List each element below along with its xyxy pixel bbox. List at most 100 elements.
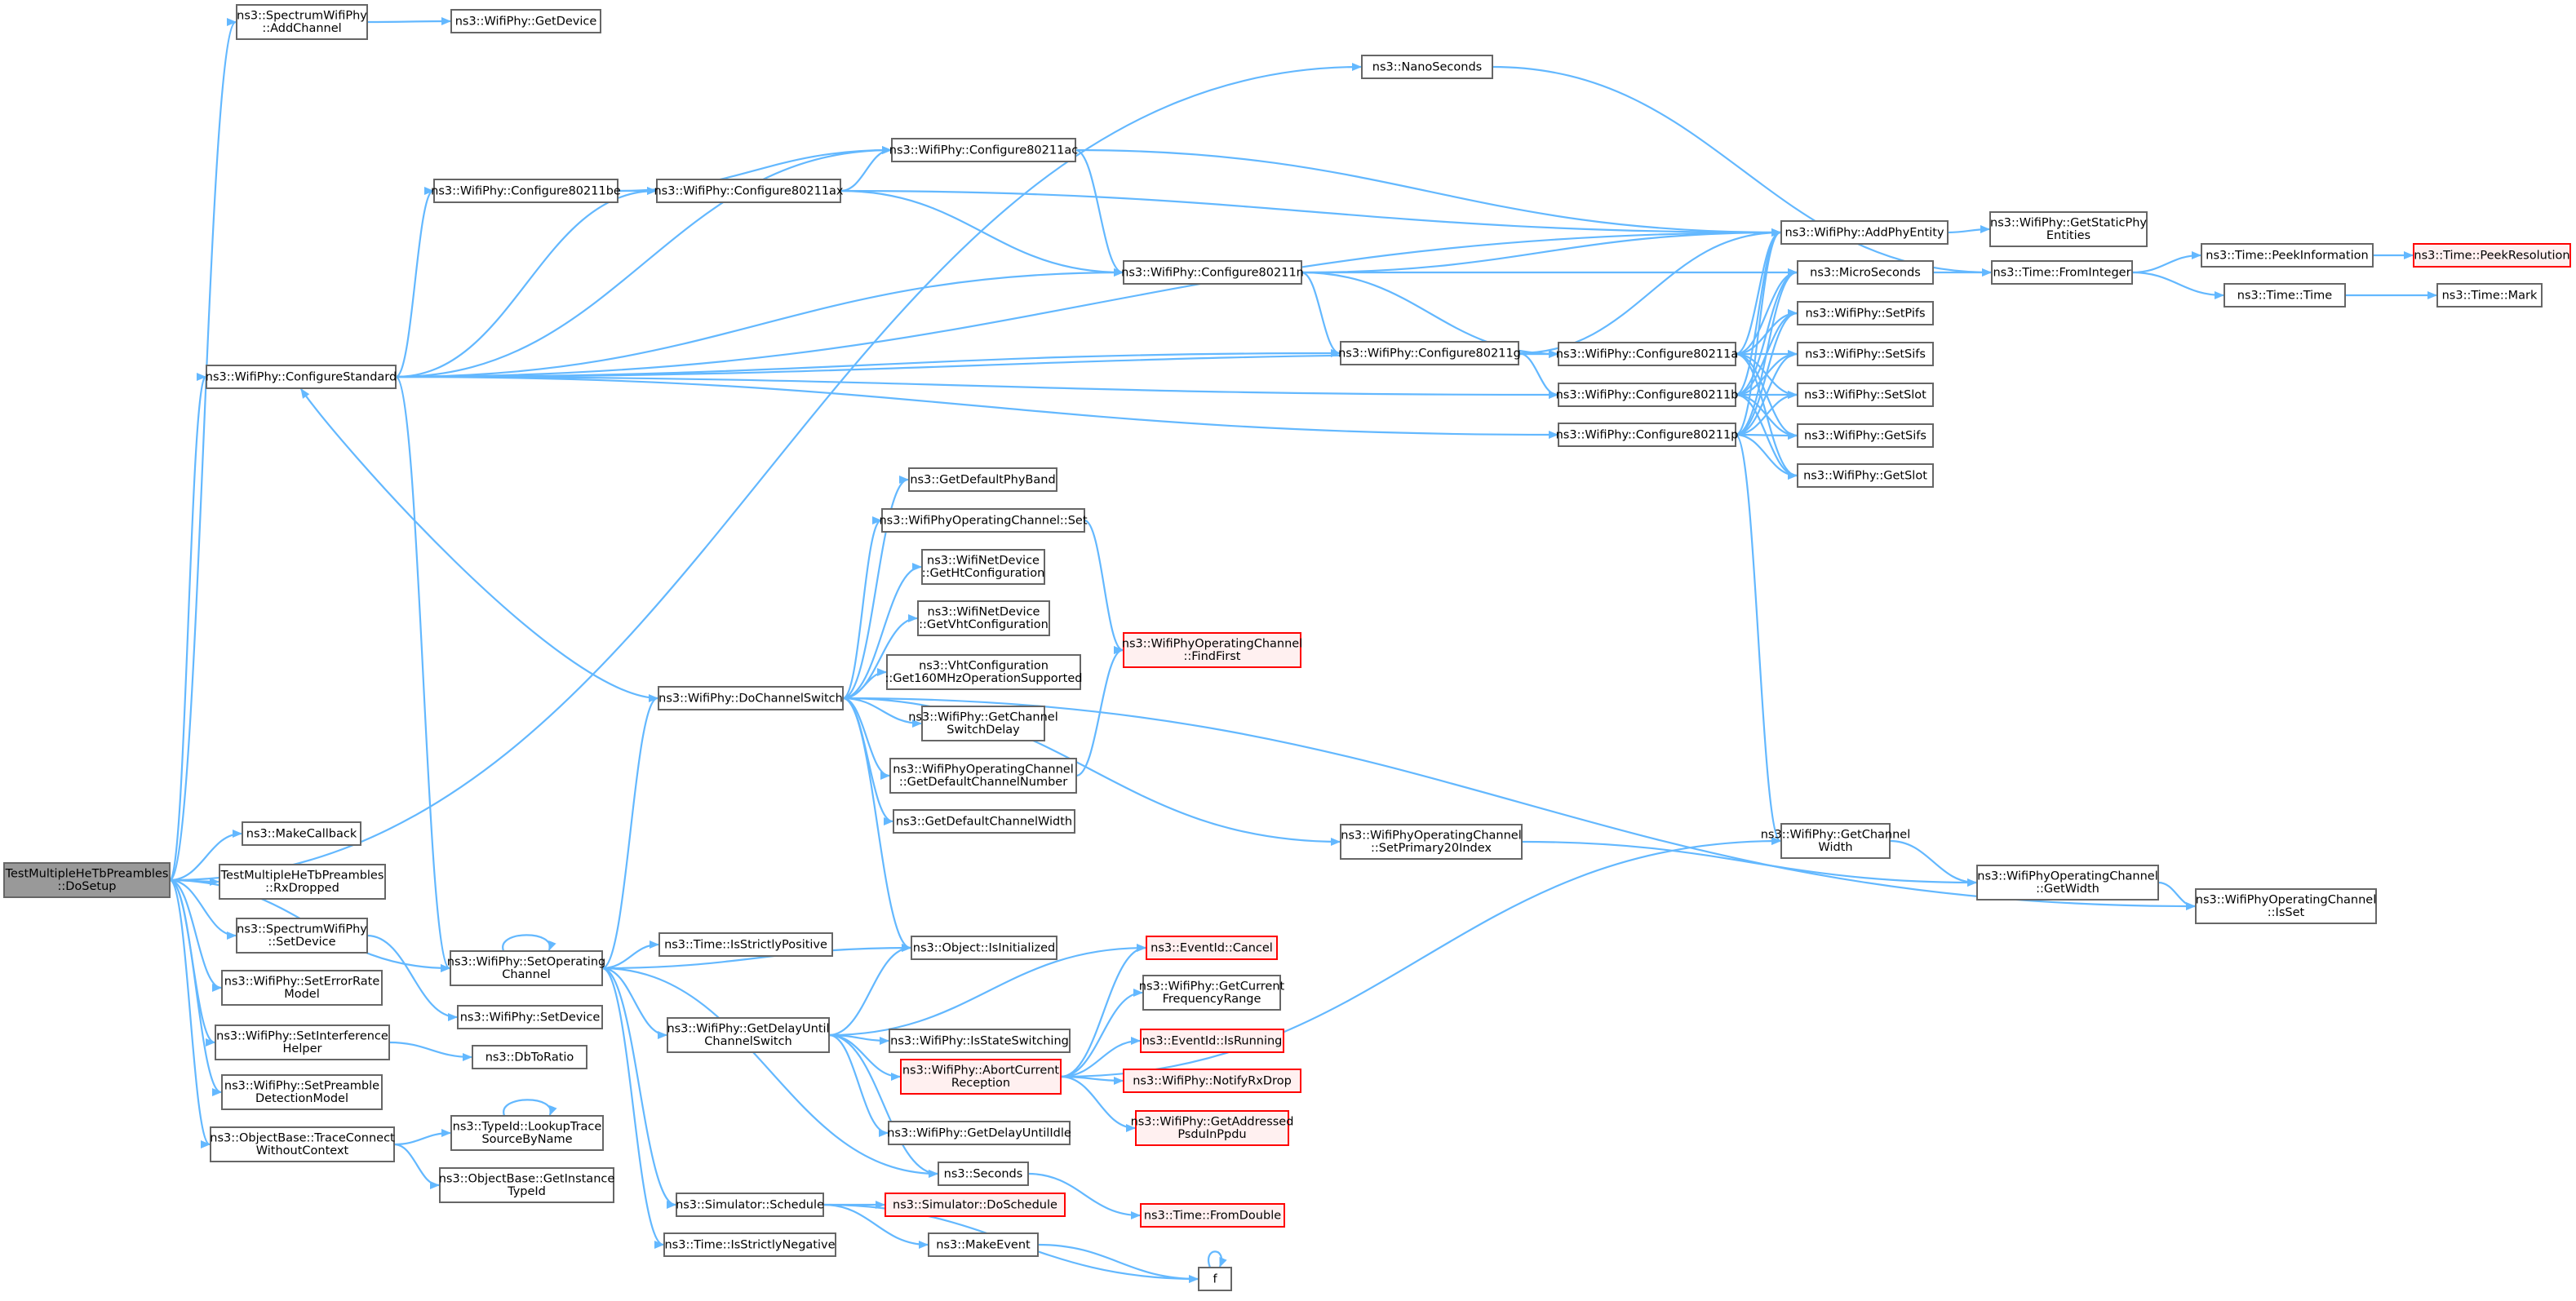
node-cfgstd[interactable]: ns3::WifiPhy::ConfigureStandard [206,365,397,389]
node-getht[interactable]: ns3::WifiNetDevice::GetHtConfiguration [921,549,1045,585]
node-isrunning[interactable]: ns3::EventId::IsRunning [1140,1029,1284,1053]
node-setsifs[interactable]: ns3::WifiPhy::SetSifs [1797,342,1934,366]
node-box [1558,383,1736,407]
node-label: ns3::WifiPhy::SetPifs [1805,307,1925,320]
node-label: ::DoSetup [57,880,116,893]
node-isstrictpos[interactable]: ns3::Time::IsStrictlyPositive [658,932,833,957]
node-dochsw[interactable]: ns3::WifiPhy::DoChannelSwitch [658,686,844,710]
node-label: ns3::Time::Time [2237,289,2333,302]
node-label: f [1213,1272,1217,1286]
node-getdevice[interactable]: ns3::WifiPhy::GetDevice [450,9,601,33]
node-setprim[interactable]: ns3::WifiPhyOperatingChannel::SetPrimary… [1340,824,1523,860]
node-box [911,936,1057,960]
node-isstatesw[interactable]: ns3::WifiPhy::IsStateSwitching [889,1029,1071,1053]
node-addphy[interactable]: ns3::WifiPhy::AddPhyEntity [1780,220,1949,245]
node-wpoc_set[interactable]: ns3::WifiPhyOperatingChannel::Set [879,508,1088,533]
node-getdefchnum[interactable]: ns3::WifiPhyOperatingChannel::GetDefault… [889,758,1077,794]
edge-cfg_b-to-addphy [1735,228,1781,396]
node-box [1340,824,1523,860]
node-f[interactable]: f [1198,1267,1232,1291]
node-getdefband[interactable]: ns3::GetDefaultPhyBand [908,467,1057,492]
node-label: ::AddChannel [262,22,341,35]
node-getsifs[interactable]: ns3::WifiPhy::GetSifs [1797,423,1934,448]
node-nanosec[interactable]: ns3::NanoSeconds [1361,55,1493,79]
node-label: ns3::WifiNetDevice [928,606,1040,619]
node-getslot[interactable]: ns3::WifiPhy::GetSlot [1797,463,1934,488]
node-makeevent[interactable]: ns3::MakeEvent [928,1232,1039,1257]
node-box [242,821,361,846]
node-traceconn[interactable]: ns3::ObjectBase::TraceConnectWithoutCont… [210,1126,395,1162]
node-getdefchw[interactable]: ns3::GetDefaultChannelWidth [893,809,1075,834]
node-cfg_p[interactable]: ns3::WifiPhy::Configure80211p [1556,423,1739,447]
edge-f-to-f [1208,1250,1227,1268]
node-swp_setdev[interactable]: ns3::SpectrumWifiPhy::SetDevice [236,918,368,954]
node-peekinfo[interactable]: ns3::Time::PeekInformation [2201,243,2374,268]
node-cfg_b[interactable]: ns3::WifiPhy::Configure80211b [1556,383,1739,407]
node-box [1797,463,1934,488]
node-isset[interactable]: ns3::WifiPhyOperatingChannel::IsSet [2195,888,2377,924]
node-fromint[interactable]: ns3::Time::FromInteger [1991,260,2133,285]
node-label: ns3::Simulator::Schedule [676,1198,824,1211]
node-swp_add[interactable]: ns3::SpectrumWifiPhy::AddChannel [236,4,368,40]
node-label: PsduInPpdu [1177,1128,1246,1141]
node-cfg_n[interactable]: ns3::WifiPhy::Configure80211n [1121,260,1304,285]
node-timetime[interactable]: ns3::Time::Time [2224,283,2346,308]
node-label: ns3::WifiPhyOperatingChannel [1977,870,2157,883]
node-label: ns3::MakeEvent [936,1238,1031,1251]
node-isinit[interactable]: ns3::Object::IsInitialized [911,936,1057,960]
node-box [1797,260,1934,285]
node-makecb[interactable]: ns3::MakeCallback [242,821,361,846]
node-dosched[interactable]: ns3::Simulator::DoSchedule [885,1193,1066,1217]
edge-setopch-to-schedule [601,967,676,1209]
node-get160[interactable]: ns3::VhtConfiguration::Get160MHzOperatio… [885,654,1083,690]
node-seconds[interactable]: ns3::Seconds [938,1162,1029,1186]
node-isstrictneg[interactable]: ns3::Time::IsStrictlyNegative [663,1232,836,1257]
node-label: ns3::TypeId::LookupTrace [453,1121,602,1134]
node-dbtoratio[interactable]: ns3::DbToRatio [472,1045,587,1069]
node-fromdouble[interactable]: ns3::Time::FromDouble [1140,1203,1285,1228]
node-cfg_be[interactable]: ns3::WifiPhy::Configure80211be [431,179,621,203]
node-cfg_ax[interactable]: ns3::WifiPhy::Configure80211ax [654,179,844,203]
node-box [658,686,844,710]
node-label: ns3::MicroSeconds [1810,266,1921,279]
edge-dochsw-to-getht [842,563,922,700]
node-root[interactable]: TestMultipleHeTbPreambles::DoSetup [3,862,171,898]
node-setdev[interactable]: ns3::WifiPhy::SetDevice [457,1005,603,1029]
node-notifyrx[interactable]: ns3::WifiPhy::NotifyRxDrop [1123,1069,1301,1093]
node-getvht[interactable]: ns3::WifiNetDevice::GetVhtConfiguration [917,600,1050,636]
edge-cfgstd-to-cfg_ac [395,146,892,378]
node-schedule[interactable]: ns3::Simulator::Schedule [676,1193,824,1217]
node-box [900,1059,1062,1095]
node-rxdropped[interactable]: TestMultipleHeTbPreambles::RxDropped [219,864,386,900]
node-cfg_ac[interactable]: ns3::WifiPhy::Configure80211ac [889,138,1078,162]
node-setpifs[interactable]: ns3::WifiPhy::SetPifs [1797,301,1934,325]
node-getwidth[interactable]: ns3::WifiPhyOperatingChannel::GetWidth [1976,865,2159,901]
node-cfg_a[interactable]: ns3::WifiPhy::Configure80211a [1556,342,1738,366]
node-cancel[interactable]: ns3::EventId::Cancel [1146,936,1278,960]
node-cfg_g[interactable]: ns3::WifiPhy::Configure80211g [1338,341,1521,365]
node-peekres[interactable]: ns3::Time::PeekResolution [2413,243,2571,268]
node-box [2436,283,2543,308]
node-label: ns3::WifiPhyOperatingChannel [2196,894,2376,907]
node-findfirst[interactable]: ns3::WifiPhyOperatingChannel::FindFirst [1122,632,1302,668]
node-microsec[interactable]: ns3::MicroSeconds [1797,260,1934,285]
node-setslot[interactable]: ns3::WifiPhy::SetSlot [1797,383,1934,407]
node-getdelayidle[interactable]: ns3::WifiPhy::GetDelayUntilIdle [887,1121,1071,1145]
node-box [2413,243,2571,268]
node-mark[interactable]: ns3::Time::Mark [2436,283,2543,308]
node-label: ns3::Seconds [944,1167,1023,1180]
node-box [450,1115,604,1151]
